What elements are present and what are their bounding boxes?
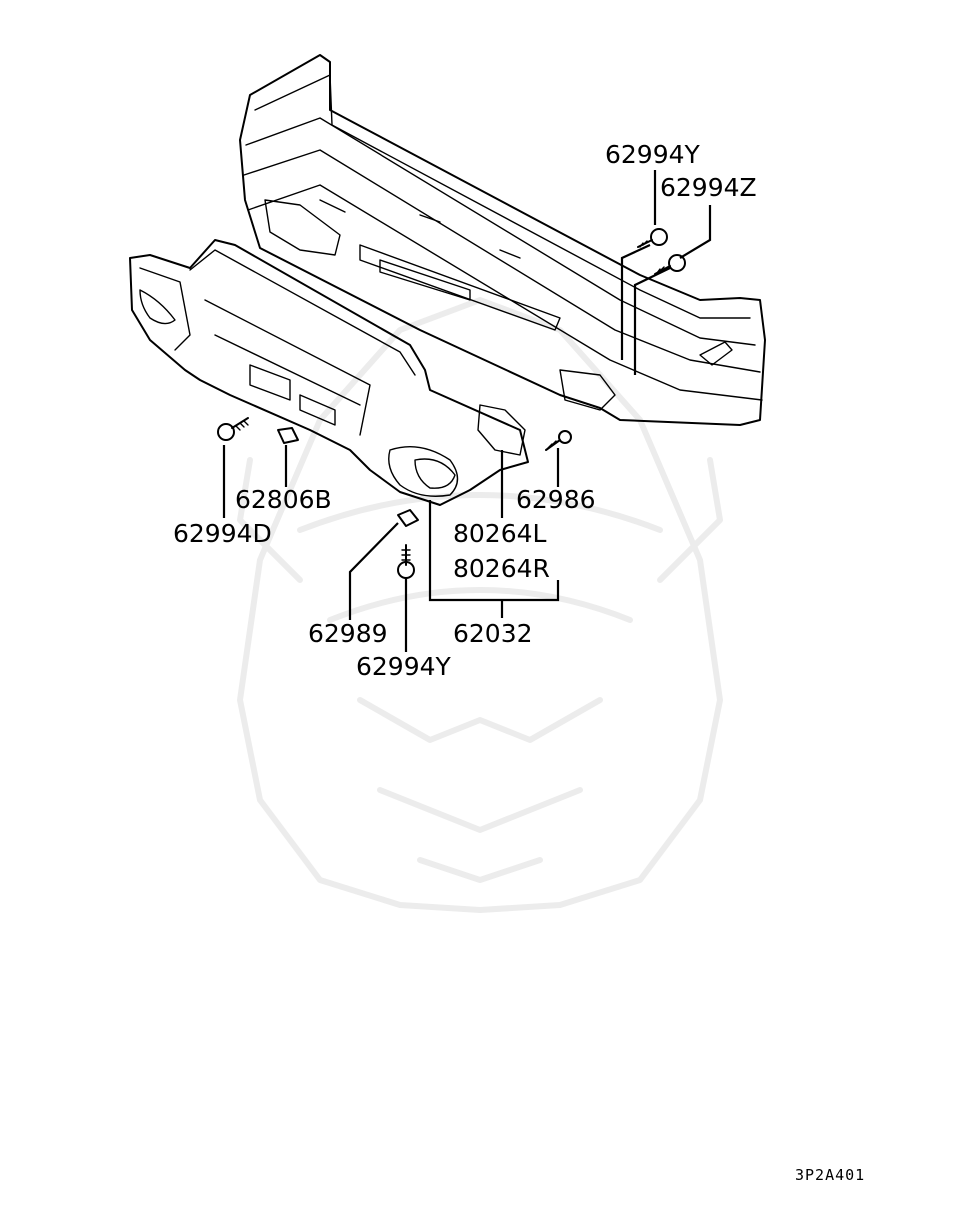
label-62994z: 62994Z [660, 173, 757, 202]
clip-62806b-icon [277, 427, 299, 444]
diagram-code: 3P2A401 [795, 1166, 865, 1184]
leader-lines [222, 170, 712, 652]
label-80264r: 80264R [453, 554, 550, 583]
bolt-62994z-icon [654, 254, 686, 275]
label-62994y-bottom: 62994Y [356, 652, 452, 681]
samurai-helmet-watermark-icon [237, 297, 723, 913]
clip-62989-icon [397, 509, 419, 527]
label-62989: 62989 [308, 619, 388, 648]
front-bumper-lower-cover [129, 239, 529, 506]
label-62994y-top: 62994Y [605, 140, 701, 169]
front-bumper-upper [239, 54, 766, 426]
bolt-62994y-top-icon [637, 228, 668, 248]
label-62986: 62986 [516, 485, 596, 514]
label-80264l: 80264L [453, 519, 547, 548]
label-62806b: 62806B [235, 485, 332, 514]
bolt-62994d-icon [217, 417, 249, 441]
label-62994d: 62994D [173, 519, 272, 548]
label-62032: 62032 [453, 619, 533, 648]
bolt-62994y-bottom-icon [397, 544, 415, 579]
screw-62986-icon [545, 430, 572, 451]
